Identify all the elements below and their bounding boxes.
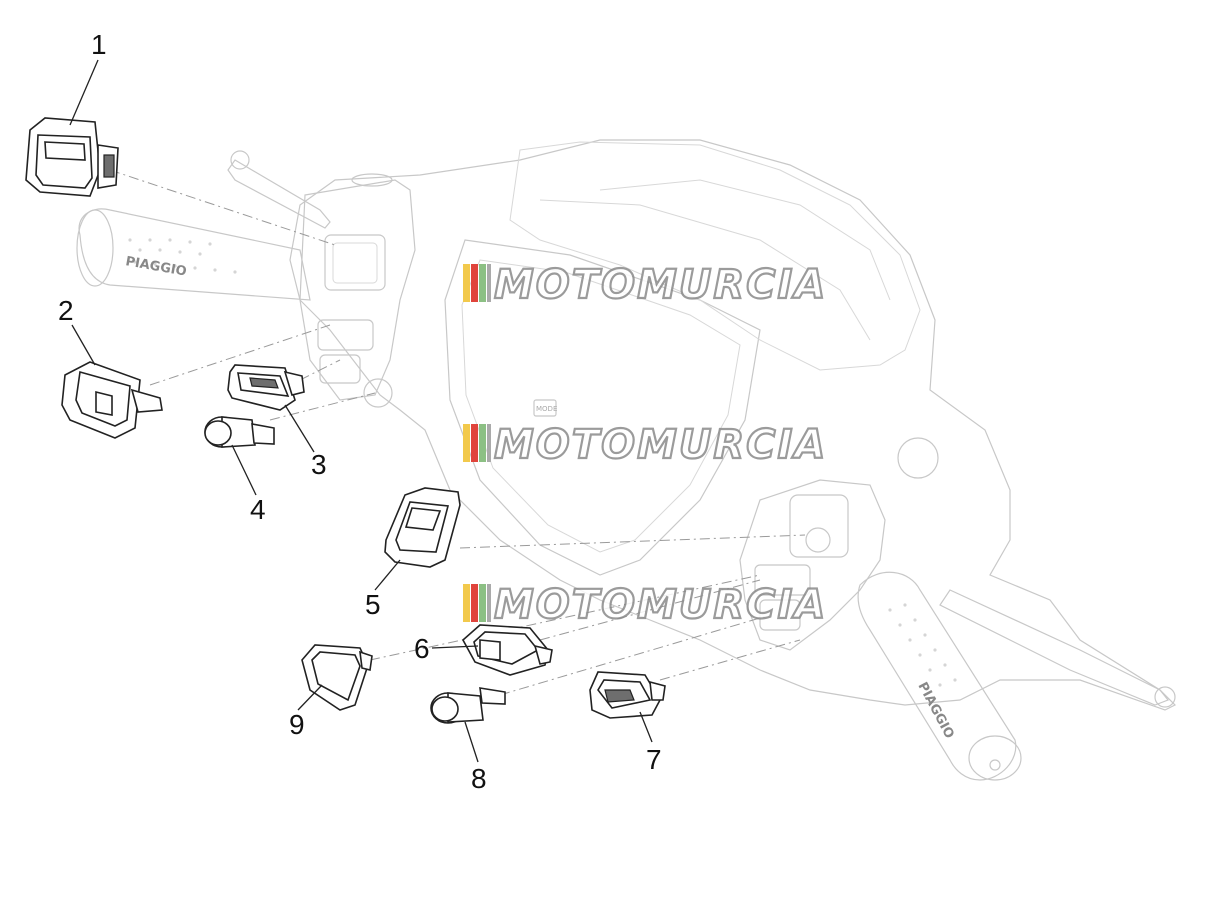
watermark-text-2: MOTOMURCIA [494, 422, 827, 468]
callout-3: 3 [311, 449, 327, 480]
right-grip-texture [888, 603, 957, 687]
callout-8: 8 [471, 763, 487, 794]
part-8-button[interactable] [430, 687, 506, 724]
assembly-lines [109, 169, 806, 696]
part-7-switch[interactable] [589, 671, 666, 719]
watermark-1: MOTOMURCIA [463, 261, 827, 309]
left-grip-brand: PIAGGIO [124, 254, 187, 279]
part-9-bezel[interactable] [301, 644, 373, 711]
callout-9: 9 [289, 709, 305, 740]
display-mode-button-label: MODE [536, 405, 557, 413]
watermark-text-3: MOTOMURCIA [494, 582, 827, 628]
right-grip-brand: PIAGGIO [914, 680, 956, 741]
callout-2: 2 [58, 295, 74, 326]
watermark-text-1: MOTOMURCIA [494, 262, 827, 308]
watermark-3: MOTOMURCIA [463, 581, 827, 629]
part-4-button[interactable] [204, 416, 275, 448]
part-2-switch[interactable] [61, 361, 163, 439]
callout-4: 4 [250, 494, 266, 525]
callout-5: 5 [365, 589, 381, 620]
part-5-switch[interactable] [384, 487, 461, 568]
part-1-switch[interactable] [25, 117, 119, 197]
callout-1: 1 [91, 29, 107, 60]
part-6-switch[interactable] [461, 624, 553, 676]
part-3-switch[interactable] [227, 364, 305, 411]
callout-6: 6 [414, 633, 430, 664]
callout-7: 7 [646, 744, 662, 775]
leader-lines [69, 59, 653, 763]
left-grip-texture [128, 238, 237, 274]
watermark-2: MOTOMURCIA [463, 421, 827, 469]
